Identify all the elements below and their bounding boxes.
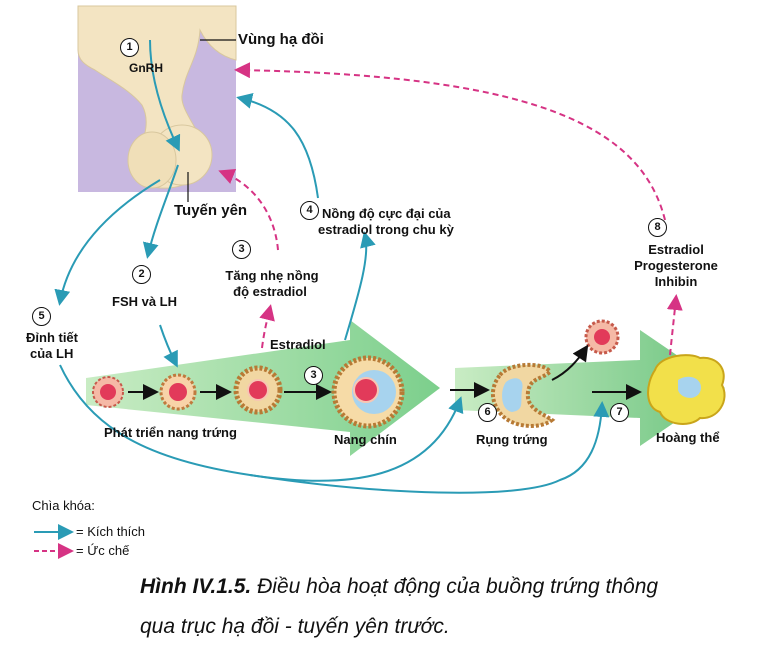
figure-caption-line2: qua trục hạ đồi - tuyến yên trước. (140, 615, 450, 639)
key-title: Chìa khóa: (32, 498, 95, 513)
low-estradiol-line2: độ estradiol (233, 284, 307, 299)
gnrh-label: GnRH (129, 61, 163, 75)
mature-follicle-label: Nang chín (334, 432, 397, 447)
ovulating-follicle (491, 362, 556, 428)
luteal-phase-arrow (455, 330, 725, 446)
key-stimulate: = Kích thích (76, 524, 146, 539)
inhibitory-arrows (218, 62, 683, 356)
key-inhibit: = Ức chế (76, 543, 130, 558)
stimulatory-arrows (54, 39, 610, 494)
step-3-badge-lower: 3 (304, 366, 323, 385)
hypothalamus-label: Vùng hạ đồi (238, 31, 324, 48)
step-1-badge: 1 (120, 38, 139, 57)
corpus-luteum-label: Hoàng thể (656, 430, 720, 445)
progression-arrows (128, 344, 642, 400)
step-8-badge: 8 (648, 218, 667, 237)
lh-surge-line2: của LH (30, 346, 74, 361)
figure-number: Hình IV.1.5. (140, 575, 252, 598)
leader-lines (187, 39, 236, 202)
key-samples (34, 524, 74, 559)
lh-surge-line1: Đỉnh tiết (26, 330, 78, 345)
follicle-development-label: Phát triển nang trứng (104, 425, 237, 440)
peak-estradiol-line1: Nồng độ cực đại của (322, 206, 451, 221)
mature-follicle (331, 355, 405, 429)
secondary-follicle (159, 373, 197, 411)
estradiol-label: Estradiol (270, 337, 326, 352)
posterior-pituitary (127, 131, 177, 189)
pituitary-label: Tuyến yên (174, 202, 248, 219)
released-ovum (584, 319, 620, 355)
step-4-badge: 4 (300, 201, 319, 220)
tertiary-follicle (233, 365, 283, 415)
step-3-badge-upper: 3 (232, 240, 251, 259)
hormones-line3: Inhibin (654, 274, 698, 289)
step-2-badge: 2 (132, 265, 151, 284)
caption-text-line1: Điều hòa hoạt động của buồng trứng thông (257, 575, 659, 598)
step-7-badge: 7 (610, 403, 629, 422)
hypothalamus-pituitary-panel (77, 5, 237, 192)
hormones-line1: Estradiol (648, 242, 704, 257)
fsh-lh-label: FSH và LH (112, 294, 178, 309)
step-5-badge: 5 (32, 307, 51, 326)
corpus-luteum (647, 354, 726, 425)
step-6-badge: 6 (478, 403, 497, 422)
caption-text-line2: qua trục hạ đồi - tuyến yên trước. (140, 615, 450, 638)
hormones-line2: Progesterone (634, 258, 718, 273)
low-estradiol-line1: Tăng nhẹ nồng (225, 268, 319, 283)
figure-caption-line1: Hình IV.1.5. Điều hòa hoạt động của buồn… (140, 575, 658, 599)
ovulation-label: Rụng trứng (476, 432, 548, 447)
primary-follicle (92, 376, 124, 408)
peak-estradiol-line2: estradiol trong chu kỳ (318, 222, 454, 237)
